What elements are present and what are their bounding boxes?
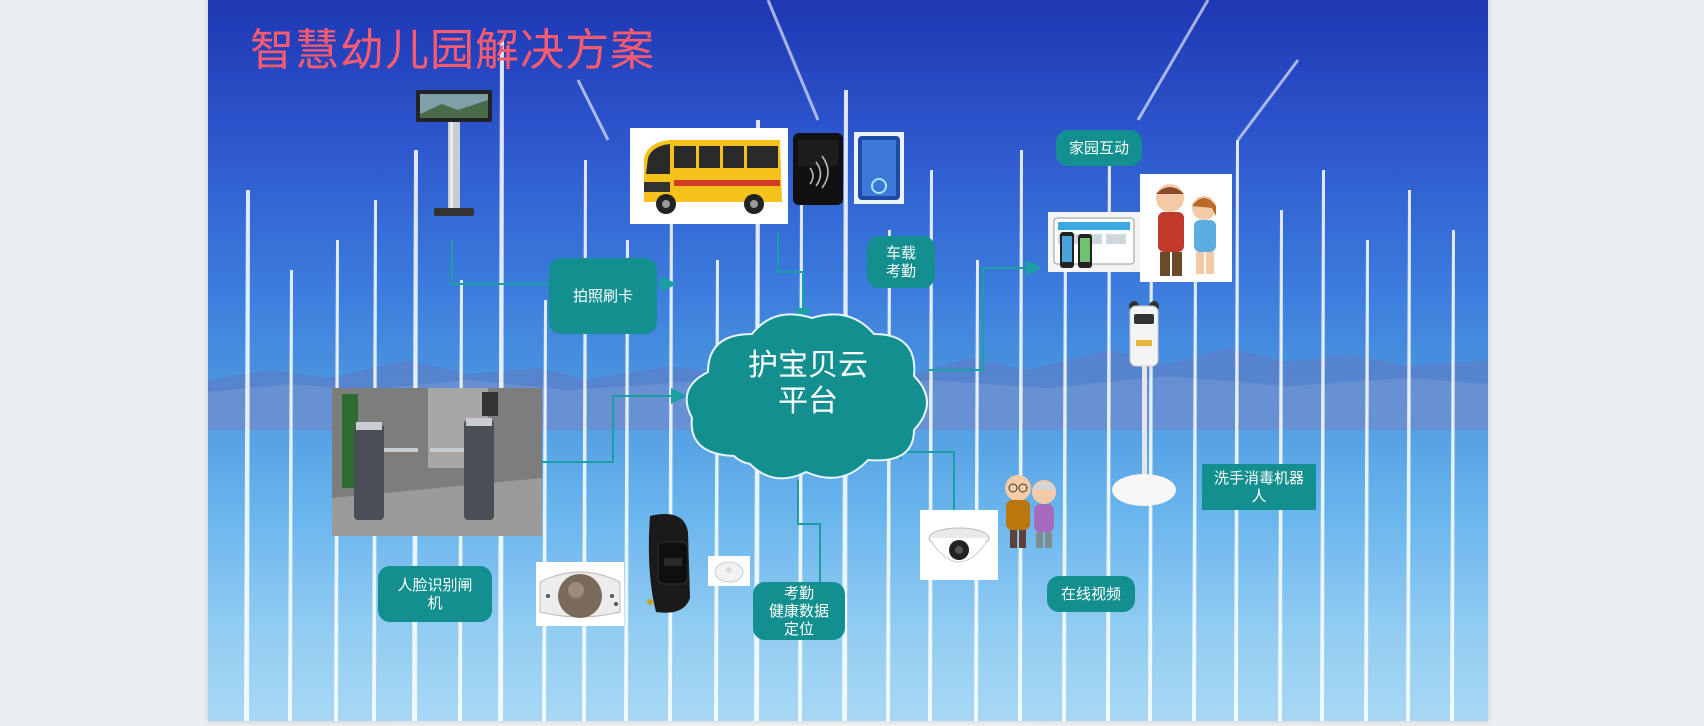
connector-home [928,260,1042,371]
home-school-label: 家园互动 [1056,130,1142,166]
cloud-platform-shape [685,313,928,480]
parents-icon [1156,184,1216,276]
beacon-photo [708,556,750,586]
photo-card-label: 拍照刷卡 [549,258,657,334]
connector-camera [886,444,955,510]
tablet-app-photo [1048,212,1140,272]
wrist-cuff-icon [539,571,621,618]
kiosk-icon [416,90,492,216]
grandparents-icon [1005,475,1056,548]
dome-camera-icon [928,527,990,563]
tablet-app-icon [1053,217,1135,268]
connector-wearable [797,480,821,582]
school-bus-photo [630,128,788,224]
reader-panel-icon [858,136,900,200]
online-video-label: 在线视频 [1047,576,1135,612]
slide: 智慧幼儿园解决方案 [208,0,1488,721]
wrist-cuff-photo [536,562,624,626]
school-bus-icon [630,128,788,224]
slide-title: 智慧幼儿园解决方案 [250,25,655,76]
camera-photo [920,510,998,580]
hand-robot-label: 洗手消毒机器 人 [1202,464,1316,510]
beacon-icon [714,561,744,583]
cloud-platform-label: 护宝贝云 平台 [748,348,868,419]
connector-gate [542,388,687,463]
face-gate-label: 人脸识别闸 机 [378,566,492,622]
turnstile-gate-icon [332,388,542,536]
wearable-label: 考勤 健康数据 定位 [753,582,845,640]
parents-photo [1140,174,1232,282]
smart-band-icon [647,514,690,613]
bus-attendance-label: 车载 考勤 [867,236,935,288]
reader-panel-photo [854,132,904,204]
card-reader-icon [793,133,843,205]
gate-photo [332,388,542,536]
disinfection-robot-icon [1112,301,1176,506]
connector-bus [777,232,811,324]
